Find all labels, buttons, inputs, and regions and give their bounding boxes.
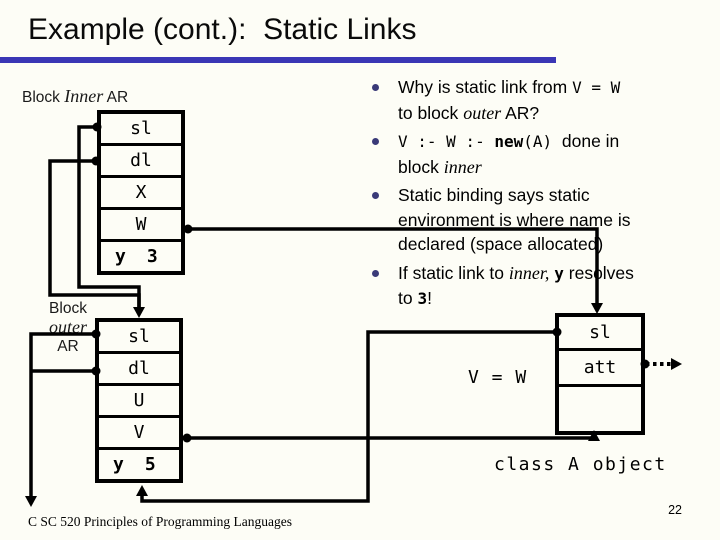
var-name: y: [115, 246, 126, 267]
outer-ar-label-line: AR: [40, 338, 96, 356]
text-run: AR?: [501, 102, 540, 123]
bullet-line: to 3!: [398, 286, 708, 312]
text-run: V = W: [572, 78, 621, 97]
ar-row-x: X: [101, 178, 181, 210]
ar-row-v: V: [99, 418, 179, 450]
class-a-object-table: sl att: [555, 313, 645, 435]
text-run: AR: [57, 338, 79, 355]
text-run: 3: [417, 289, 428, 308]
text-run: Inner: [64, 86, 104, 106]
bullet-line: If static link to inner, y resolves: [398, 261, 708, 287]
text-run: declared (space allocated): [398, 234, 604, 254]
ar-row-sl: sl: [101, 114, 181, 146]
outer-sl-down-arrow: [29, 332, 96, 499]
ar-row-dl: dl: [101, 146, 181, 178]
text-run: outer: [49, 317, 87, 337]
var-name: y: [113, 454, 124, 475]
outer-ar-label-line: Block: [40, 300, 96, 318]
inner-ar-label: Block Inner AR: [22, 86, 128, 107]
bullet-line: block inner: [398, 155, 708, 180]
text-run: V :- W :-: [398, 132, 495, 151]
title-underline-bar: [0, 57, 556, 63]
text-run: Why is static link from: [398, 77, 573, 97]
class-a-caption: class A object: [494, 454, 667, 475]
bullet-line: to block outer AR?: [398, 101, 708, 126]
text-run: to block: [398, 102, 464, 123]
arrowhead-att-right: [671, 358, 682, 370]
outer-ar-label-line: outer: [40, 318, 96, 338]
bullet-line: declared (space allocated): [398, 232, 708, 257]
text-run: If static link to: [398, 262, 509, 283]
arrowhead-into-outer-top: [133, 307, 145, 318]
text-run: inner,: [508, 262, 550, 283]
ar-row-u: U: [99, 386, 179, 418]
bullet-item: Why is static link from V = W to block o…: [368, 75, 713, 125]
bullet-list: Why is static link from V = W to block o…: [368, 75, 713, 316]
page-title: Example (cont.): Static Links: [28, 13, 417, 46]
arrowhead-outer-links-down: [25, 496, 37, 507]
text-run: done in: [552, 131, 620, 151]
object-row-att: att: [559, 351, 641, 387]
text-run: Block: [49, 300, 87, 317]
bullet-item: If static link to inner, y resolves to 3…: [368, 261, 713, 312]
ar-row-y: y 5: [99, 450, 179, 479]
text-run: y: [554, 263, 564, 283]
inner-ar-table: sl dl X W y 3: [97, 110, 185, 275]
text-run: block: [398, 156, 444, 177]
ar-row-sl: sl: [99, 322, 179, 354]
bullet-marker: [372, 84, 379, 91]
bullet-line: environment is where name is: [398, 208, 708, 233]
var-value: 3: [146, 246, 158, 267]
text-run: inner: [443, 156, 482, 177]
text-run: new: [494, 132, 524, 151]
bullet-marker: [372, 138, 379, 145]
outer-ar-table: sl dl U V y 5: [95, 318, 183, 483]
bullet-marker: [372, 192, 379, 199]
text-run: AR: [103, 89, 129, 106]
text-run: Block: [22, 89, 65, 106]
bullet-line: Why is static link from V = W: [398, 75, 708, 101]
arrowhead-into-outer-bottom: [136, 485, 148, 496]
bullet-line: Static binding says static: [398, 183, 708, 208]
object-row-empty: [559, 387, 641, 431]
text-run: Static binding says static: [398, 185, 590, 205]
text-run: to: [398, 288, 418, 308]
bullet-item: V :- W :- new(A) done in block inner: [368, 129, 713, 179]
ar-row-w: W: [101, 210, 181, 242]
object-row-sl: sl: [559, 317, 641, 351]
ar-row-dl: dl: [99, 354, 179, 386]
bullet-line: V :- W :- new(A) done in: [398, 129, 708, 155]
pointer-dot-v: [182, 433, 192, 443]
assign-statement-label: V = W: [468, 367, 528, 388]
var-value: 5: [144, 454, 156, 475]
outer-ar-label: Block outer AR: [40, 300, 96, 356]
text-run: outer: [463, 102, 502, 123]
text-run: environment is where name is: [398, 209, 631, 230]
ar-row-y: y 3: [101, 242, 181, 271]
text-run: (A): [523, 132, 553, 151]
bullet-item: Static binding says static environment i…: [368, 183, 713, 257]
page-number: 22: [668, 503, 682, 517]
footer-course-title: C SC 520 Principles of Programming Langu…: [28, 514, 292, 529]
text-run: resolves: [563, 262, 634, 283]
object-sl-to-outer-arrow: [140, 330, 557, 503]
text-run: !: [427, 288, 432, 308]
bullet-marker: [372, 269, 379, 277]
